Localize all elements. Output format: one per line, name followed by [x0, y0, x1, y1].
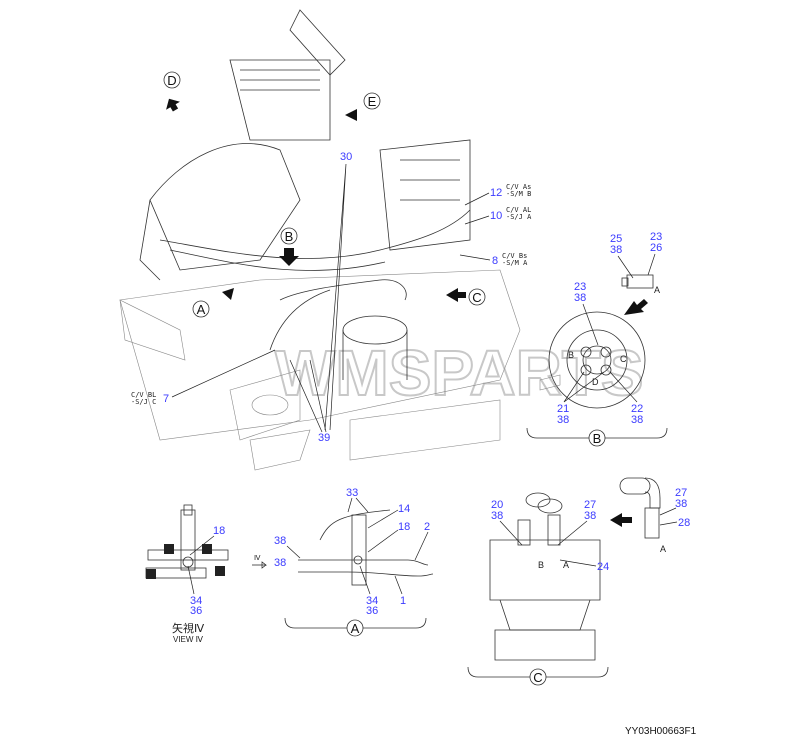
label-21: 21	[557, 403, 569, 415]
note-8b: -S/M A	[502, 259, 528, 267]
view-a: 33 14 18 2 38 38 Ⅳ 34 36 1 A	[252, 487, 434, 637]
label-26: 26	[650, 242, 662, 254]
port-d: D	[592, 377, 599, 387]
callout-b	[280, 227, 298, 245]
label-38-a2: 38	[274, 557, 286, 569]
callout-d-label: D	[167, 73, 176, 88]
note-12b: -S/M B	[506, 190, 531, 198]
view-a-title: A	[351, 621, 360, 636]
note-10a: C/V AL	[506, 206, 531, 214]
drawing-code: YY03H00663F1	[625, 726, 697, 737]
view-c-title: C	[533, 670, 542, 685]
label-28: 28	[678, 517, 690, 529]
main-labels: 30 12 C/V As -S/M B 10 C/V AL -S/J A 8 C…	[131, 151, 532, 444]
machine-assembly	[119, 9, 521, 471]
label-10: 10	[490, 210, 502, 222]
label-38d: 38	[631, 414, 643, 426]
view-c: 20 38 27 38 24 B A C	[467, 492, 632, 686]
letter-a: A	[654, 285, 660, 295]
note-7a: C/V BL	[131, 391, 156, 399]
label-36: 36	[190, 605, 202, 617]
port-c: C	[620, 354, 627, 364]
label-38b-detail: 38	[675, 498, 687, 510]
note-7b: -S/J C	[131, 398, 156, 406]
view-iv-arrow-label: Ⅳ	[254, 555, 261, 562]
callout-d	[163, 71, 181, 89]
port-b-c: B	[538, 560, 544, 570]
label-38-a1: 38	[274, 535, 286, 547]
note-12a: C/V As	[506, 183, 531, 191]
label-20: 20	[491, 499, 503, 511]
label-39: 39	[318, 432, 330, 444]
view-iv-title-en: VIEW Ⅳ	[173, 635, 204, 644]
label-38: 38	[610, 244, 622, 256]
label-30: 30	[340, 151, 352, 163]
callout-c	[468, 288, 486, 306]
label-38-c1: 38	[491, 510, 503, 522]
callout-b-label: B	[285, 229, 294, 244]
label-22: 22	[631, 403, 643, 415]
letter-a-detail: A	[660, 544, 666, 554]
fitting-detail: 27 38 28 A	[619, 477, 690, 554]
view-b-title: B	[593, 431, 602, 446]
label-7: 7	[163, 393, 169, 405]
label-25: 25	[610, 233, 622, 245]
callout-circles: D E B A C	[163, 71, 486, 318]
callout-c-label: C	[472, 290, 481, 305]
label-12: 12	[490, 187, 502, 199]
label-34a: 34	[366, 595, 378, 607]
label-18: 18	[213, 525, 225, 537]
note-8a: C/V Bs	[502, 252, 527, 260]
callout-a-label: A	[197, 302, 206, 317]
label-38b: 38	[574, 292, 586, 304]
view-iv-title-jp: 矢視Ⅳ	[172, 621, 205, 635]
label-27b: 27	[675, 487, 687, 499]
label-18a: 18	[398, 521, 410, 533]
view-b: 25 38 23 26 A 23 38 B C D 21 38 22 38 B	[526, 231, 668, 447]
callout-e-label: E	[368, 94, 377, 109]
label-24: 24	[597, 561, 609, 573]
label-2: 2	[424, 521, 430, 533]
label-23b: 23	[574, 281, 586, 293]
port-a-c: A	[563, 560, 569, 570]
port-b: B	[568, 350, 574, 360]
label-38-c2: 38	[584, 510, 596, 522]
view-arrows	[166, 98, 466, 302]
label-33: 33	[346, 487, 358, 499]
label-14: 14	[398, 503, 410, 515]
label-34: 34	[190, 595, 202, 607]
label-8: 8	[492, 255, 498, 267]
note-10b: -S/J A	[506, 213, 532, 221]
callout-a	[192, 300, 210, 318]
label-38c: 38	[557, 414, 569, 426]
view-iv: 18 34 36 矢視Ⅳ VIEW Ⅳ	[145, 504, 229, 644]
label-27: 27	[584, 499, 596, 511]
view-iv-arrow	[252, 561, 268, 569]
direction-arrow-c	[610, 513, 632, 527]
label-23: 23	[650, 231, 662, 243]
label-36a: 36	[366, 605, 378, 617]
label-1: 1	[400, 595, 406, 607]
callout-e	[363, 92, 381, 110]
direction-arrow	[624, 299, 648, 315]
